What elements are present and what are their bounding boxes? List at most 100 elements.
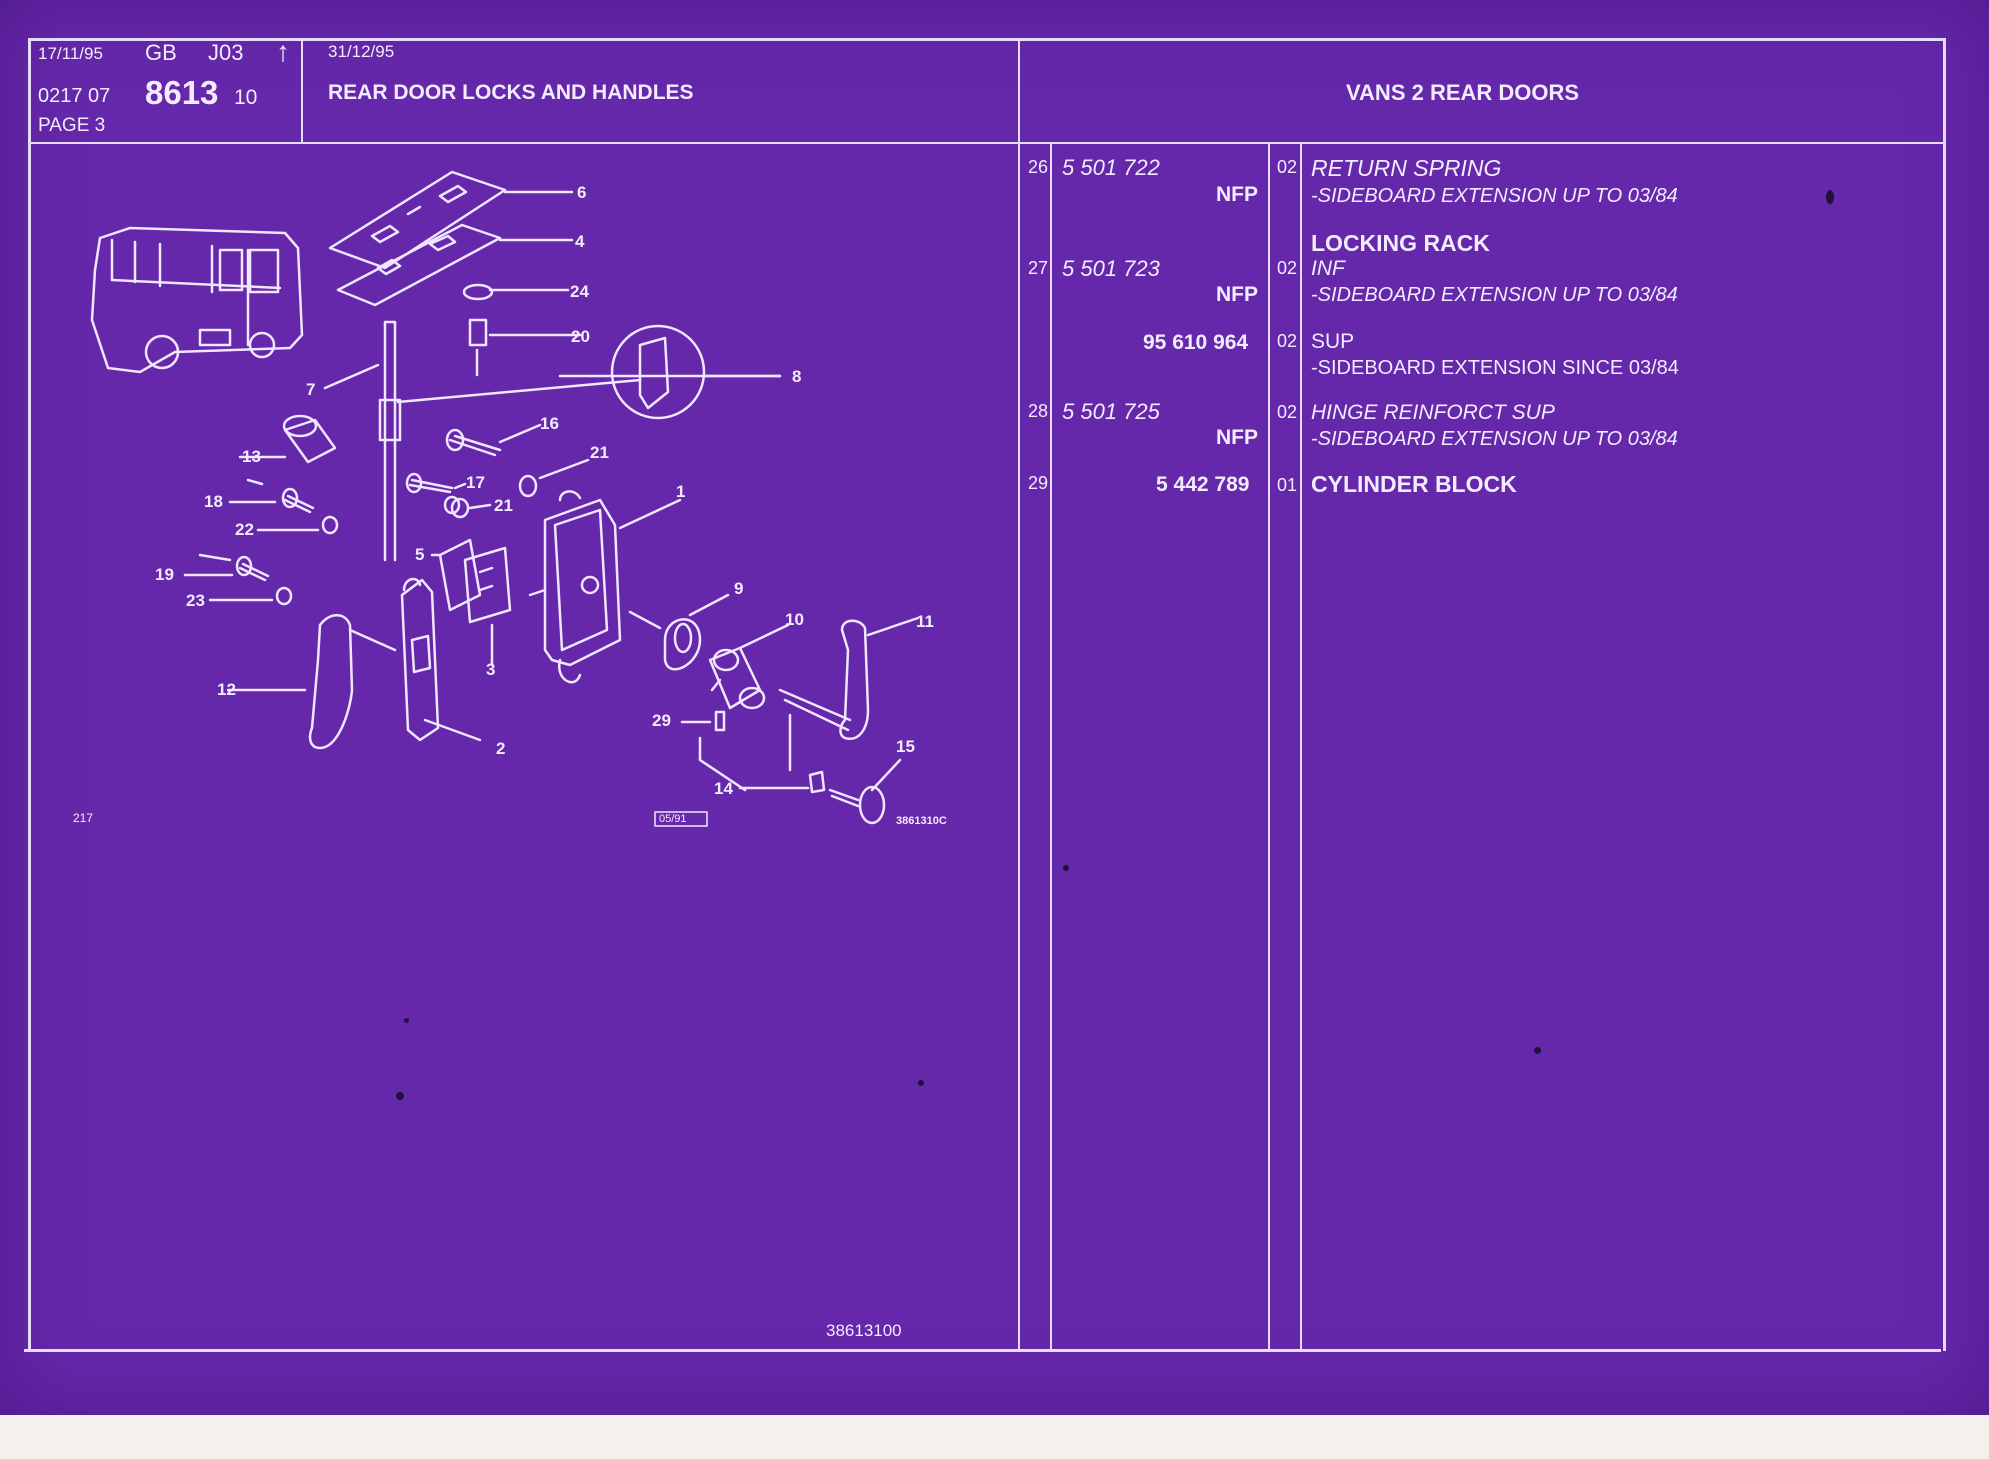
date-box-frame [654,811,708,827]
header-date-left: 17/11/95 [38,44,103,63]
nfp-label: NFP [1216,283,1258,306]
part-number: 95 610 964 [1143,331,1249,354]
item-col-divider [1050,143,1052,1351]
header-page: PAGE 3 [38,115,106,136]
frame-left [28,38,31,1351]
footer-code: 38613100 [826,1321,902,1340]
lock-body [528,490,682,684]
detail-clip [610,324,782,420]
quantity: 01 [1277,475,1298,495]
diagram-date-box: 05/91 [659,813,687,825]
callout-label: 6 [577,183,587,202]
header-ref-prefix: 0217 07 [38,85,111,107]
fasteners [183,423,590,606]
callout-label: 9 [734,579,744,598]
quantity: 02 [1277,258,1298,278]
group-title: LOCKING RACK [1311,230,1490,256]
key-and-pin [680,710,902,825]
part-number: 5 501 722 [1062,155,1160,180]
item-number: 29 [1028,473,1049,493]
quantity: 02 [1277,331,1298,351]
nfp-label: NFP [1216,183,1258,206]
header-ref-main: 8613 [145,74,219,111]
callout-label: 8 [792,367,802,386]
part-number: 5 501 723 [1062,256,1160,281]
callout-label: 14 [714,779,733,798]
header-code: J03 [208,40,244,65]
part-description: INF [1311,257,1345,280]
header-ref-suffix: 10 [234,86,258,109]
exploded-parts-diagram [90,170,920,827]
handle-11 [778,616,920,741]
parts-catalog-sheet: 17/11/95 GB J03 ↑ 0217 07 8613 10 PAGE 3… [0,0,1989,1415]
callout-label: 21 [494,496,513,515]
speck [1826,190,1834,204]
diagram-code-small: 3861310C [896,815,947,827]
grommet-9 [628,593,730,671]
callout-label: 7 [306,380,316,399]
qty-col-divider [1300,143,1302,1351]
callout-label: 13 [242,447,261,466]
part-number: 5 442 789 [1156,473,1250,496]
callout-label: 16 [540,414,559,433]
speck [1063,865,1069,871]
speck [918,1080,924,1086]
callout-label: 24 [570,282,589,301]
callout-label: 19 [155,565,174,584]
hinge-plate [430,538,512,667]
quantity: 02 [1277,402,1298,422]
header-date-right: 31/12/95 [328,42,395,61]
callout-label: 15 [896,737,915,756]
section-title: REAR DOOR LOCKS AND HANDLES [328,81,694,104]
callout-label: 1 [676,482,686,501]
model-title: VANS 2 REAR DOORS [1346,80,1580,105]
header-arrow: ↑ [276,36,290,67]
part-description-sub: -SIDEBOARD EXTENSION UP TO 03/84 [1311,284,1678,306]
callout-label: 29 [652,711,671,730]
frame-right [1943,38,1946,1351]
callout-label: 4 [575,232,585,251]
header-col-divider [301,38,303,142]
callout-label: 11 [916,612,934,631]
callout-label: 21 [590,443,609,462]
callout-label: 2 [496,739,506,758]
plate-assembly [328,170,782,378]
callout-label: 17 [466,473,485,492]
callout-label: 20 [571,327,590,346]
part-description-sub: -SIDEBOARD EXTENSION SINCE 03/84 [1311,357,1679,379]
locking-rod [323,320,642,562]
part-description: SUP [1311,330,1355,353]
handle-12 [226,614,397,750]
item-number: 28 [1028,401,1049,421]
cylinder-13 [238,414,337,464]
callout-label: 18 [204,492,223,511]
van-illustration [90,226,304,374]
main-col-divider [1018,38,1020,1351]
lock-cylinder [708,623,790,710]
diagram-ref-small: 217 [73,811,94,825]
part-description: HINGE REINFORCT SUP [1311,401,1555,424]
frame-bottom [24,1349,1941,1352]
speck [404,1018,409,1023]
frame-top [28,38,1946,41]
speck [396,1092,404,1100]
partno-col-divider [1268,143,1270,1351]
part-number: 5 501 725 [1062,399,1160,424]
callout-label: 10 [785,610,804,629]
part-description-sub: -SIDEBOARD EXTENSION UP TO 03/84 [1311,185,1678,207]
callout-label: 22 [235,520,254,539]
nfp-label: NFP [1216,426,1258,449]
item-number: 27 [1028,258,1049,278]
part-description-sub: -SIDEBOARD EXTENSION UP TO 03/84 [1311,428,1678,450]
quantity: 02 [1277,157,1298,177]
part-description: RETURN SPRING [1311,155,1502,181]
header-lang: GB [145,40,177,65]
callout-label: 12 [217,680,236,699]
callout-label: 3 [486,660,496,679]
callout-label: 5 [415,545,425,564]
header-divider [28,142,1946,144]
item-number: 26 [1028,157,1049,177]
handle-backplate [400,577,482,742]
callout-label: 23 [186,591,205,610]
speck [1534,1047,1541,1054]
